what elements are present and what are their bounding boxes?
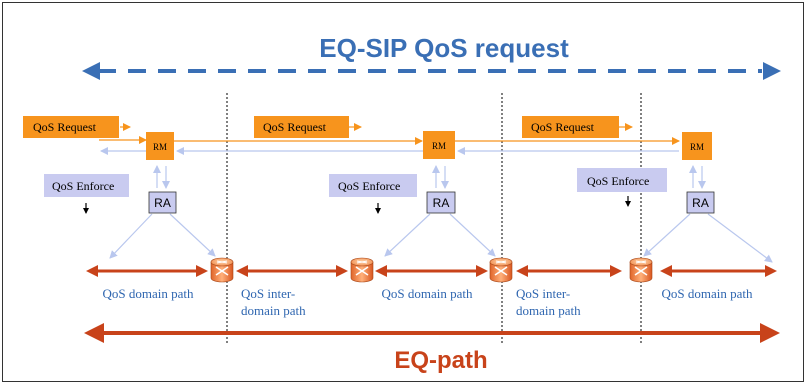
routers	[210, 257, 653, 283]
domain-path-arrow-3	[660, 265, 777, 277]
ra-label-3: RA	[692, 196, 709, 210]
qos-enforce-label-1: QoS Enforce	[52, 179, 114, 193]
ra-label-1: RA	[154, 196, 171, 210]
qos-enforce-box-2	[329, 174, 417, 197]
inter-domain-label-2a: QoS inter-	[516, 286, 570, 301]
rm-box-1	[146, 132, 174, 160]
inter-domain-path-arrow-2	[516, 265, 622, 277]
ra-box-3	[686, 191, 715, 214]
inter-domain-path-arrow-1	[236, 265, 348, 277]
domain-separators	[226, 93, 642, 345]
eq-path-arrow	[84, 323, 780, 343]
qos-request-label-3: QoS Request	[531, 120, 595, 134]
signalling-arrows	[99, 123, 680, 145]
rm-box-3	[682, 132, 712, 160]
router-icon	[629, 257, 653, 283]
router-icon	[210, 257, 234, 283]
rm-label-1: RM	[153, 142, 167, 152]
qos-request-box-2	[254, 116, 349, 138]
qos-enforce-box-1	[44, 174, 129, 197]
path-labels: QoS domain path QoS inter- domain path Q…	[103, 286, 753, 318]
rm-label-2: RM	[432, 141, 446, 151]
ra-box-1	[148, 191, 177, 214]
rm-label-3: RM	[690, 142, 704, 152]
qos-request-label-2: QoS Request	[263, 120, 327, 134]
qos-enforce-label-3: QoS Enforce	[587, 174, 649, 188]
qos-request-box-1	[23, 116, 119, 138]
inter-domain-label-1a: QoS inter-	[241, 286, 295, 301]
ra-label-2: RA	[433, 196, 450, 210]
router-icon	[350, 257, 374, 283]
ra-box-2	[426, 191, 456, 214]
inter-domain-label-1b: domain path	[241, 303, 306, 318]
rm-box-2	[423, 131, 455, 159]
inter-domain-label-2b: domain path	[516, 303, 581, 318]
domain-path-label-2: QoS domain path	[382, 286, 473, 301]
domain-path-label-3: QoS domain path	[662, 286, 753, 301]
domain-path-label-1: QoS domain path	[103, 286, 194, 301]
path-arrows	[86, 265, 777, 277]
eq-path-label: EQ-path	[394, 347, 487, 374]
router-icon	[489, 257, 513, 283]
qos-enforce-box-3	[577, 168, 667, 192]
qos-enforce-label-2: QoS Enforce	[338, 179, 400, 193]
qos-request-label-1: QoS Request	[33, 120, 97, 134]
qos-request-box-3	[522, 116, 619, 138]
domain-path-arrow-2	[375, 265, 488, 277]
sip-request-arrow	[82, 62, 781, 80]
domain-path-arrow-1	[86, 265, 208, 277]
return-arrows	[100, 147, 773, 263]
diagram-title: EQ-SIP QoS request	[319, 33, 569, 63]
